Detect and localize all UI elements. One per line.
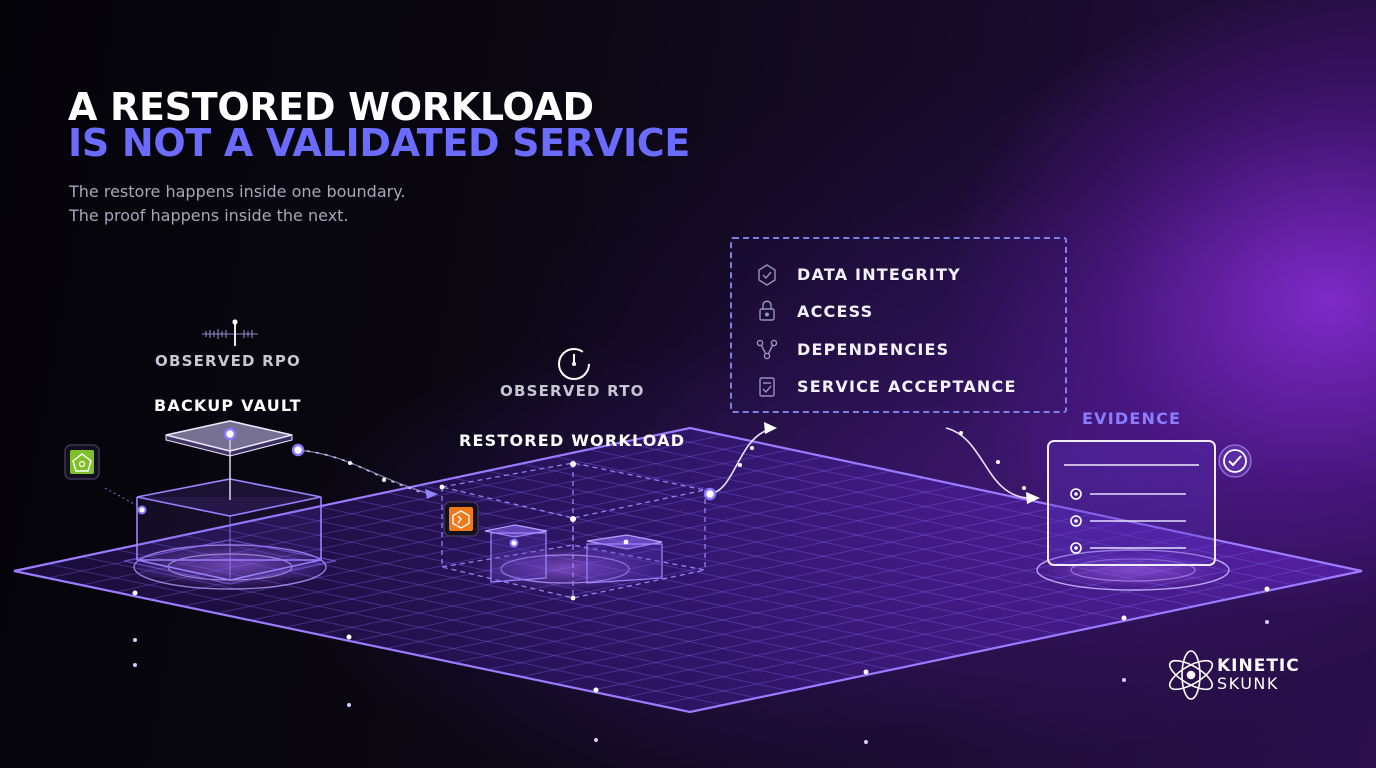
grid-line [487,470,1161,614]
grid-line [47,563,724,706]
brand-word-1: KINETIC [1217,656,1300,676]
subtitle-line-1: The restore happens inside one boundary. [69,182,406,201]
checklist-item-data-integrity: DATA INTEGRITY [797,265,961,284]
network-nodes-icon [756,339,778,360]
evidence-document [1036,440,1230,591]
grid-line [656,434,1329,579]
restored-workload-label: RESTORED WORKLOAD [459,431,686,450]
backup-service-badge-icon [64,444,100,480]
observed-rto-label: OBSERVED RTO [500,382,645,400]
checklist-item-service-acceptance: SERVICE ACCEPTANCE [797,377,1017,396]
shield-check-icon [758,264,776,286]
document-check-icon [759,377,775,397]
workload-service-badge-icon [443,501,479,537]
grid-line [453,520,1127,664]
lock-icon [759,300,775,321]
grid-line [250,520,926,664]
validation-checklist-panel [730,237,1067,413]
headline-line-1: A RESTORED WORKLOAD [68,85,594,129]
headline-line-2: IS NOT A VALIDATED SERVICE [68,121,691,165]
observed-rpo-label: OBSERVED RPO [155,352,302,370]
kinetic-skunk-logo-icon [1168,650,1214,700]
subtitle-line-2: The proof happens inside the next. [69,206,349,225]
grid-line [385,506,1060,649]
support-pillars [132,586,1270,768]
grid-line [385,491,1060,635]
rto-clock-indicator [558,348,590,380]
backup-vault-object [104,420,337,590]
restored-workload-object [439,461,706,601]
grid-line [656,563,1329,706]
checklist-item-access: ACCESS [797,302,874,321]
grid-line [318,491,993,635]
grid-line [216,470,892,614]
grid-line [453,477,1127,621]
evidence-label: EVIDENCE [1082,409,1182,428]
backup-vault-label: BACKUP VAULT [154,396,302,415]
checklist-item-dependencies: DEPENDENCIES [797,340,950,359]
flow-connectors [291,422,1040,504]
verified-check-icon [1218,444,1252,478]
brand-word-2: SKUNK [1217,674,1279,693]
grid-line [216,527,892,671]
grid-line [351,499,1027,642]
grid-line [318,506,993,649]
rpo-indicator [202,319,258,346]
brand-wordmark: KINETIC SKUNK [1163,648,1313,704]
grid-line [419,513,1094,657]
